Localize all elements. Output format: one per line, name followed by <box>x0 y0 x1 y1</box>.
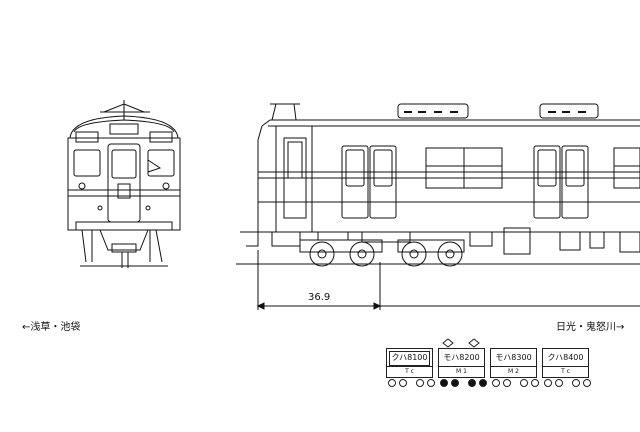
wheel-icon <box>531 379 539 387</box>
wheel-icon <box>583 379 591 387</box>
wheel-icon <box>520 379 528 387</box>
car-divider <box>491 366 536 367</box>
wheel-icon <box>468 379 476 387</box>
direction-right-label: 日光・鬼怒川→ <box>556 322 625 333</box>
front-view <box>67 100 181 268</box>
car-name: クハ8100 <box>391 353 428 362</box>
car-name: クハ8400 <box>547 353 584 362</box>
car-type: T c <box>405 368 414 375</box>
direction-left-label: ←浅草・池袋 <box>22 322 81 333</box>
car-highlight-frame <box>389 351 430 366</box>
car-type: T c <box>561 368 570 375</box>
wheel-icon <box>572 379 580 387</box>
car-type: M 1 <box>456 368 467 375</box>
wheel-icon <box>440 379 448 387</box>
wheel-icon <box>555 379 563 387</box>
car-divider <box>387 366 432 367</box>
car-type: M 2 <box>508 368 519 375</box>
car-name: モハ8300 <box>495 353 532 362</box>
wheel-icon <box>427 379 435 387</box>
car-wheels <box>388 379 435 387</box>
wheel-icon <box>416 379 424 387</box>
car-wheels <box>440 379 487 387</box>
wheel-icon <box>479 379 487 387</box>
wheel-icon <box>451 379 459 387</box>
formation-diagram: クハ8100 T c モハ8200 M 1 モハ8300 M 2 クハ8400 T c <box>386 338 596 398</box>
wheel-icon <box>492 379 500 387</box>
car-wheels <box>544 379 591 387</box>
formation-car: クハ8100 T c <box>386 348 433 378</box>
wheel-icon <box>544 379 552 387</box>
car-divider <box>439 366 484 367</box>
formation-car: クハ8400 T c <box>542 348 589 378</box>
pantograph-icon <box>442 338 480 348</box>
wheel-icon <box>388 379 396 387</box>
car-name: モハ8200 <box>443 353 480 362</box>
side-view <box>236 103 640 310</box>
formation-car: モハ8200 M 1 <box>438 348 485 378</box>
wheel-icon <box>399 379 407 387</box>
car-wheels <box>492 379 539 387</box>
formation-car: モハ8300 M 2 <box>490 348 537 378</box>
wheel-icon <box>503 379 511 387</box>
car-divider <box>543 366 588 367</box>
dimension-label: 36.9 <box>308 292 330 303</box>
